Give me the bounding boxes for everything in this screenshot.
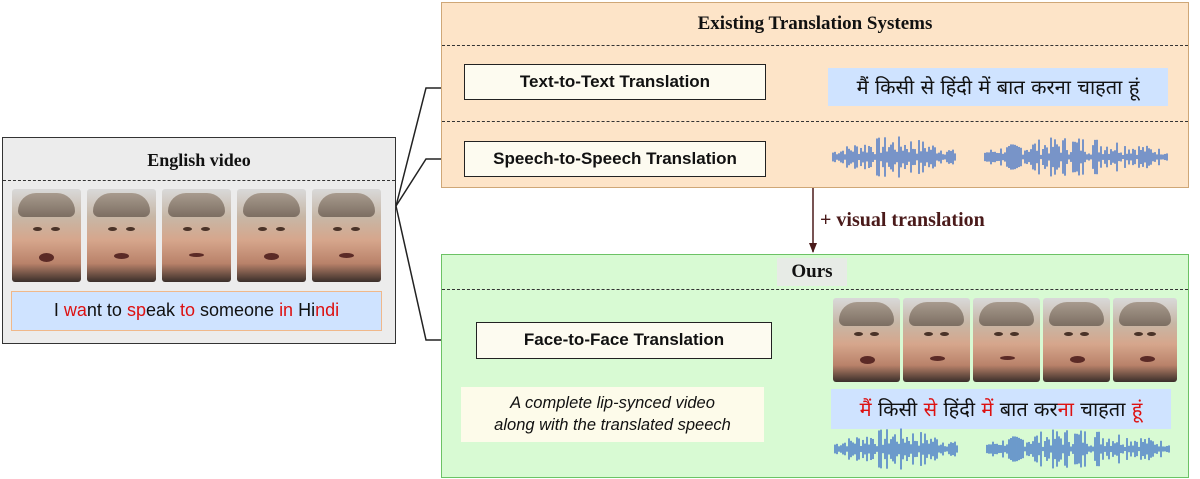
existing-panel-divider-top [442,45,1188,46]
face-frame [1113,298,1177,382]
visual-translation-label: + visual translation [820,209,985,231]
english-video-title: English video [147,150,251,170]
hindi-caption-segment: हूं [1131,397,1143,421]
english-caption-segment: in [279,300,294,320]
description-line-1: A complete lip-synced video [510,394,715,412]
ours-panel-divider [442,289,1188,290]
face-frame [162,189,231,282]
hindi-text-output: मैं किसी से हिंदी में बात करना चाहता हूं [828,68,1168,106]
english-caption-segment: someone [195,300,280,320]
english-caption-segment: I [53,300,64,320]
english-caption-segment: Hi [293,300,316,320]
english-caption-segment: to [179,300,195,320]
english-caption-segment: wa [63,300,87,320]
english-caption-segment: ndi [315,300,340,320]
face-frame [312,189,381,282]
hindi-caption-segment: बात कर [993,397,1058,421]
existing-systems-title: Existing Translation Systems [697,13,933,34]
face-frame [903,298,970,382]
description-line-2: along with the translated speech [494,416,731,434]
hindi-caption-segment: हिंदी [937,397,982,421]
english-caption: I want to speak to someone in Hindi [11,291,382,331]
face-frame [1043,298,1110,382]
text-to-text-box: Text-to-Text Translation [464,64,766,100]
ours-speech-waveform-bars [834,428,1170,470]
hindi-caption-segment: से [923,397,938,421]
speech-waveform-bars [832,136,1168,178]
english-panel-divider [3,180,395,181]
hindi-caption-segment: में [981,397,994,421]
face-frame [973,298,1040,382]
face-frame [87,189,156,282]
hindi-caption-segment: चाहता [1073,397,1132,421]
ours-title: Ours [791,261,833,282]
english-caption-segment: nt to [86,300,127,320]
hindi-caption-segment: मैं [859,397,872,421]
hindi-caption-segment: किसी [871,397,924,421]
hindi-caption-segment: ना [1057,397,1074,421]
face-to-face-box: Face-to-Face Translation [476,322,772,359]
ours-title-background [777,258,847,286]
existing-panel-divider-middle [442,121,1188,122]
face-frame [237,189,306,282]
face-frame [833,298,900,382]
hindi-lip-synced-caption: मैं किसी से हिंदी में बात करना चाहता हूं [831,389,1171,429]
ours-description: A complete lip-synced video along with t… [461,387,764,442]
speech-to-speech-box: Speech-to-Speech Translation [464,141,766,177]
face-frame [12,189,81,282]
english-caption-segment: eak [145,300,180,320]
english-caption-segment: sp [126,300,146,320]
